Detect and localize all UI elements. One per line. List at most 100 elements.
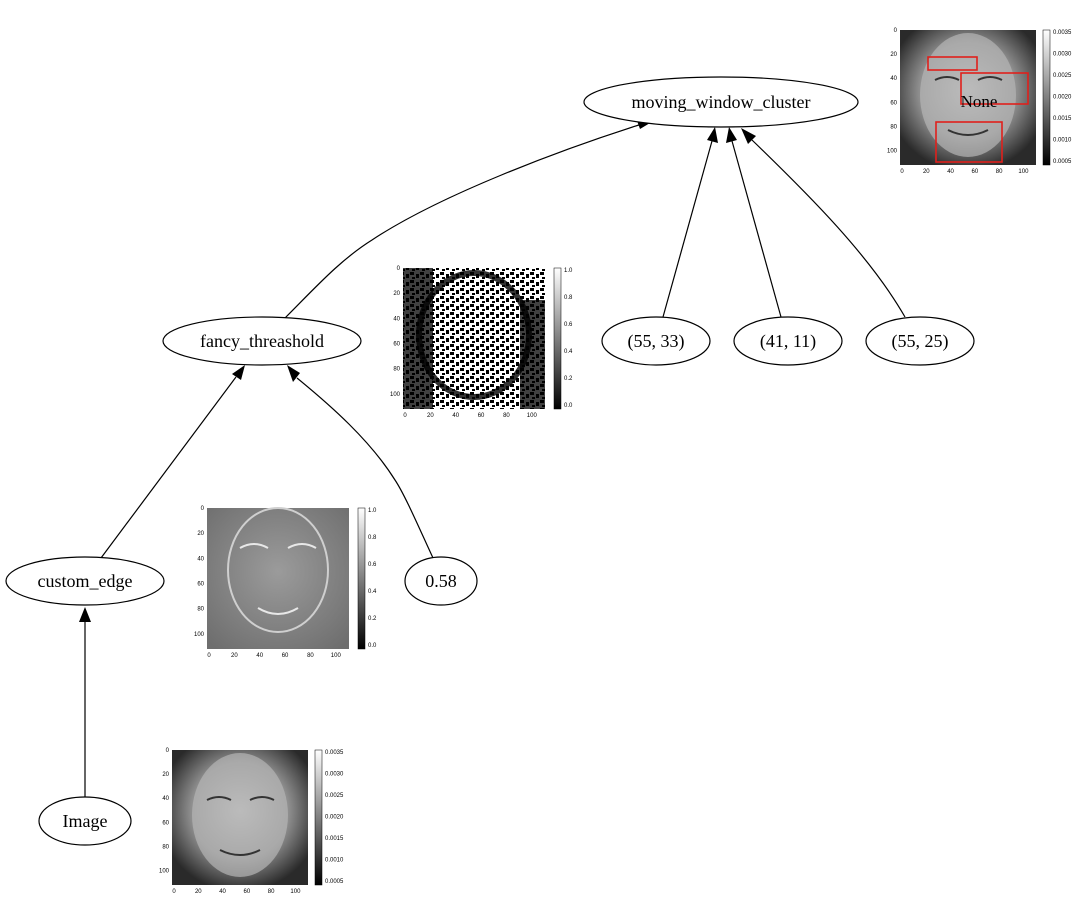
y-tick-label: 80 [393, 367, 400, 373]
y-tick-label: 20 [197, 531, 204, 537]
x-tick-label: 40 [947, 169, 954, 175]
face-shape [920, 33, 1016, 157]
x-tick-label: 100 [527, 413, 538, 419]
colorbar [553, 267, 562, 410]
x-tick-label: 40 [452, 413, 459, 419]
colorbar-tick-label: 0.6 [564, 322, 573, 328]
edge-custom-edge-to-fancy [100, 376, 237, 559]
x-tick-label: 0 [403, 413, 407, 419]
y-tick-label: 60 [197, 582, 204, 588]
node-threshold-value[interactable]: 0.58 [404, 556, 478, 606]
node-label: (41, 11) [760, 331, 816, 352]
detection-box [927, 56, 978, 71]
x-tick-label: 60 [244, 889, 251, 895]
overlay-none-label: None [961, 92, 998, 111]
y-tick-label: 100 [194, 632, 205, 638]
edge-threshold-to-fancy-arrow [287, 365, 300, 382]
colorbar-tick-label: 0.8 [368, 535, 377, 541]
colorbar-tick-label: 0.6 [368, 562, 377, 568]
colorbar-tick-label: 0.0025 [1053, 73, 1072, 79]
x-tick-label: 0 [900, 169, 904, 175]
colorbar-tick-label: 0.0035 [325, 750, 344, 756]
y-tick-label: 40 [197, 556, 204, 562]
node-image[interactable]: Image [38, 796, 132, 846]
y-tick-label: 40 [393, 316, 400, 322]
thumbnail-edge-output: 0 20 40 60 80 100 0 20 40 60 80 100 1.0 0.8 0.6 0.4 0.2 0… [194, 506, 377, 659]
x-tick-label: 0 [172, 889, 176, 895]
y-tick-label: 40 [890, 76, 897, 82]
x-tick-label: 20 [923, 169, 930, 175]
node-label: (55, 25) [892, 331, 949, 352]
x-tick-label: 80 [307, 653, 314, 659]
node-label: fancy_threashold [200, 331, 324, 351]
binary-dark-region [403, 268, 433, 409]
face-features [206, 796, 275, 856]
edge-window-b-to-cluster [731, 140, 782, 318]
colorbar-tick-label: 0.0020 [1053, 95, 1072, 101]
y-tick-label: 80 [890, 124, 897, 130]
x-tick-label: 40 [256, 653, 263, 659]
face-shape [192, 753, 288, 877]
y-tick-label: 80 [197, 607, 204, 613]
edge-window-a-to-cluster [662, 140, 713, 318]
colorbar-tick-label: 1.0 [368, 508, 377, 514]
colorbar-tick-label: 0.0015 [325, 836, 344, 842]
node-label: (55, 33) [628, 331, 685, 352]
edge-window-b-to-cluster-arrow [726, 127, 737, 143]
x-tick-label: 60 [282, 653, 289, 659]
x-tick-label: 100 [331, 653, 342, 659]
edge-fancy-to-cluster [284, 123, 643, 319]
node-label: moving_window_cluster [632, 92, 811, 112]
x-tick-label: 80 [268, 889, 275, 895]
node-window-b[interactable]: (41, 11) [733, 316, 843, 366]
y-tick-label: 60 [393, 342, 400, 348]
colorbar [357, 507, 366, 650]
node-fancy-threashold[interactable]: fancy_threashold [162, 316, 362, 366]
edge-image-to-custom-edge-arrow [79, 607, 91, 622]
node-label: Image [63, 811, 108, 831]
x-tick-label: 20 [427, 413, 434, 419]
colorbar-tick-label: 0.0015 [1053, 116, 1072, 122]
colorbar-tick-label: 0.0030 [325, 772, 344, 778]
edge-face-outline [227, 507, 329, 633]
x-tick-label: 20 [231, 653, 238, 659]
y-tick-label: 0 [166, 748, 170, 754]
node-window-a[interactable]: (55, 33) [601, 316, 711, 366]
colorbar-tick-label: 0.0 [564, 403, 573, 409]
edge-features [239, 543, 317, 615]
edge-window-c-to-cluster-arrow [741, 128, 756, 144]
colorbar-tick-label: 0.4 [564, 349, 573, 355]
colorbar-tick-label: 0.0010 [325, 858, 344, 864]
x-tick-label: 60 [972, 169, 979, 175]
colorbar-tick-label: 0.2 [564, 376, 573, 382]
edge-custom-edge-to-fancy-arrow [232, 365, 245, 380]
x-tick-label: 100 [1018, 169, 1029, 175]
colorbar-tick-label: 1.0 [564, 268, 573, 274]
node-moving-window-cluster[interactable]: moving_window_cluster [583, 76, 859, 128]
colorbar-tick-label: 0.0030 [1053, 52, 1072, 58]
y-tick-label: 100 [390, 392, 401, 398]
colorbar-tick-label: 0.0010 [1053, 138, 1072, 144]
colorbar-tick-label: 0.0005 [325, 879, 344, 885]
x-tick-label: 80 [996, 169, 1003, 175]
node-custom-edge[interactable]: custom_edge [5, 556, 165, 606]
y-tick-label: 0 [201, 506, 205, 512]
colorbar-tick-label: 0.0025 [325, 793, 344, 799]
node-label: custom_edge [38, 571, 133, 591]
colorbar-tick-label: 0.0 [368, 643, 377, 649]
edge-image [207, 508, 349, 649]
y-tick-label: 60 [890, 100, 897, 106]
edges [79, 118, 906, 798]
colorbar-tick-label: 0.2 [368, 616, 377, 622]
binary-dark-region [520, 300, 545, 409]
y-tick-label: 20 [162, 772, 169, 778]
colorbar-tick-label: 0.4 [368, 589, 377, 595]
y-tick-label: 20 [393, 291, 400, 297]
x-tick-label: 0 [207, 653, 211, 659]
y-tick-label: 0 [894, 28, 898, 34]
y-tick-label: 60 [162, 820, 169, 826]
node-window-c[interactable]: (55, 25) [865, 316, 975, 366]
